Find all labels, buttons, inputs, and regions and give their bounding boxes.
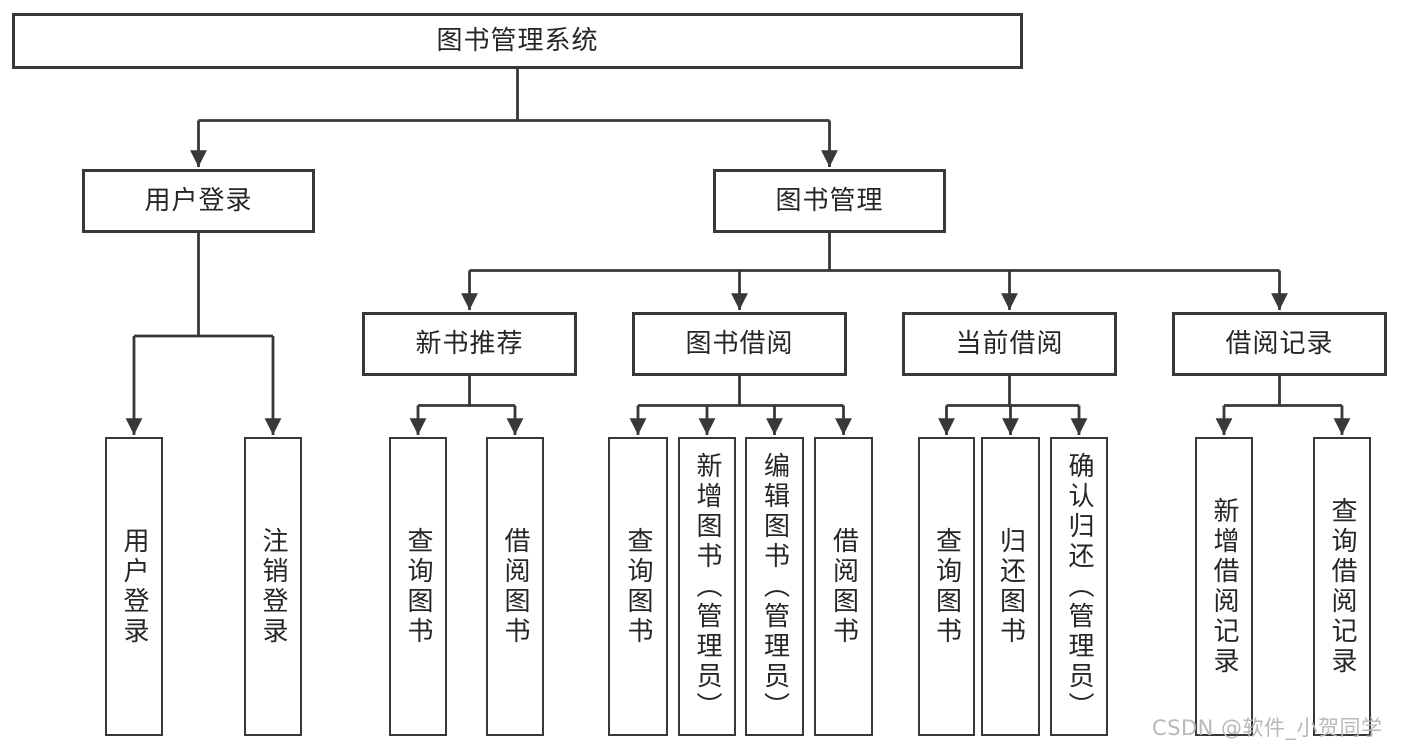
edge-root-to-level2 [190, 69, 838, 168]
leaf-return-book: 归还图书 [981, 437, 1040, 736]
leaf-query-borrow-record: 查询借阅记录 [1313, 437, 1371, 736]
leaf-query-book-bb: 查询图书 [608, 437, 668, 736]
leaf-add-book-admin: 新增图书（管理员） [678, 437, 736, 736]
leaf-query-book-cb: 查询图书 [918, 437, 975, 736]
leaf-logout: 注销登录 [244, 437, 302, 736]
leaf-confirm-return-admin: 确认归还（管理员） [1050, 437, 1108, 736]
leaf-borrow-book-bb: 借阅图书 [814, 437, 873, 736]
node-book-borrowing: 图书借阅 [632, 312, 847, 376]
leaf-borrow-book-nbr: 借阅图书 [486, 437, 544, 736]
edge-current-borrow-to-leaves [938, 376, 1088, 435]
leaf-add-borrow-record: 新增借阅记录 [1195, 437, 1253, 736]
node-new-book-recommendation: 新书推荐 [362, 312, 577, 376]
edge-book-mgmt-to-level3 [461, 233, 1288, 310]
edge-borrow-records-to-leaves [1215, 376, 1351, 435]
edge-user-login-to-leaves [125, 233, 282, 435]
csdn-watermark: CSDN @软件_小贺同学 [1152, 716, 1383, 740]
node-current-borrowing: 当前借阅 [902, 312, 1117, 376]
leaf-edit-book-admin: 编辑图书（管理员） [745, 437, 804, 736]
edge-book-borrow-to-leaves [629, 376, 852, 435]
node-book-management: 图书管理 [713, 169, 946, 233]
node-borrowing-records: 借阅记录 [1172, 312, 1387, 376]
edge-new-book-rec-to-leaves [409, 376, 524, 435]
leaf-user-login: 用户登录 [105, 437, 163, 736]
node-library-management-system: 图书管理系统 [12, 13, 1023, 69]
node-user-login: 用户登录 [82, 169, 315, 233]
leaf-query-book-nbr: 查询图书 [389, 437, 447, 736]
